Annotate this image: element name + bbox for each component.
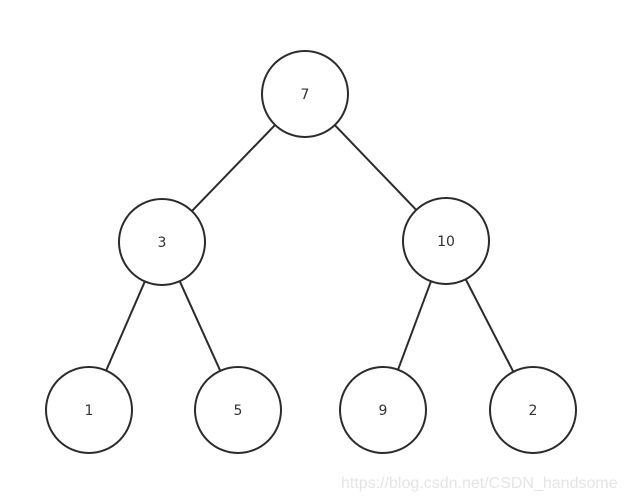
node-circle xyxy=(45,366,133,454)
edge-n7-n10 xyxy=(334,124,417,211)
tree-node-5: 5 xyxy=(194,366,282,454)
node-label: 2 xyxy=(529,403,538,419)
node-label: 3 xyxy=(158,235,167,251)
edge-n7-n3 xyxy=(191,124,276,212)
tree-node-3: 3 xyxy=(118,198,206,286)
node-circle xyxy=(118,198,206,286)
edge-n3-n1 xyxy=(105,281,146,371)
node-label: 5 xyxy=(234,403,243,419)
node-label: 10 xyxy=(437,234,455,250)
watermark: https://blog.csdn.net/CSDN_handsome xyxy=(341,475,618,492)
node-circle xyxy=(402,197,490,285)
edge-n3-n5 xyxy=(178,280,222,372)
edge-n10-n2 xyxy=(464,278,515,373)
node-circle xyxy=(261,50,349,138)
node-label: 7 xyxy=(301,87,310,103)
node-circle xyxy=(339,366,427,454)
node-label: 1 xyxy=(85,403,94,419)
tree-node-9: 9 xyxy=(339,366,427,454)
tree-node-7: 7 xyxy=(261,50,349,138)
edge-n10-n9 xyxy=(397,280,432,371)
node-label: 9 xyxy=(379,403,388,419)
tree-node-10: 10 xyxy=(402,197,490,285)
node-circle xyxy=(194,366,282,454)
tree-node-2: 2 xyxy=(489,366,577,454)
tree-node-1: 1 xyxy=(45,366,133,454)
node-circle xyxy=(489,366,577,454)
